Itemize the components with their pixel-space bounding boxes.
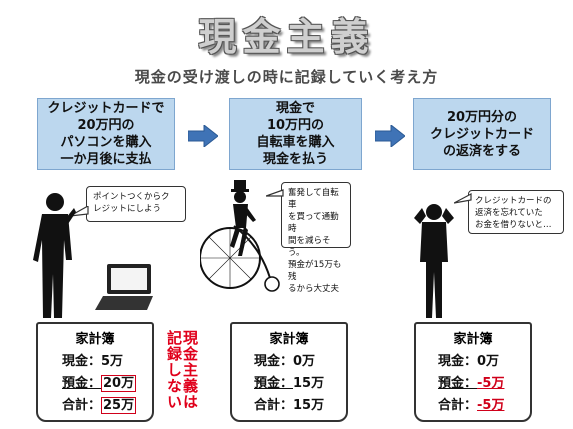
- ledger-total-row: 合計：25万: [62, 394, 137, 414]
- total-label: 合計：: [62, 398, 102, 413]
- right-arrow-icon-1: [188, 125, 218, 147]
- bubble-tail-icon: [454, 193, 472, 204]
- cash-label: 現金：: [62, 354, 102, 369]
- ledger-cash-row: 現金：0万: [254, 350, 315, 369]
- step-box-1: クレジットカードで 20万円の パソコンを購入 一か月後に支払: [37, 98, 175, 170]
- penny-farthing-rider-icon: [200, 180, 280, 292]
- ledger-deposit-row: 預金：20万: [62, 372, 137, 392]
- deposit-value: 20万: [101, 375, 137, 392]
- right-arrow-icon-2: [375, 125, 405, 147]
- total-label: 合計：: [438, 398, 478, 413]
- ledger-total-row: 合計：-5万: [438, 394, 504, 413]
- speech-bubble-2: 奮発して自転車 を買って通勤時 間を減らそう。 預金が15万も残 るから大丈夫: [281, 182, 351, 294]
- total-value: 25万: [101, 397, 137, 414]
- deposit-value: -5万: [477, 376, 505, 391]
- cash-value: 0万: [293, 354, 316, 369]
- cash-basis-note: 現金主義は記録しない: [165, 330, 199, 410]
- deposit-label: 預金：: [254, 376, 294, 391]
- ledger-book-3: 家計簿 現金：0万 預金：-5万 合計：-5万: [414, 322, 532, 422]
- ledger-deposit-row: 預金：-5万: [438, 372, 504, 391]
- ledger-total-row: 合計：15万: [254, 394, 324, 413]
- worried-man-icon: [414, 204, 454, 318]
- step-box-2: 現金で 10万円の 自転車を購入 現金を払う: [229, 98, 362, 170]
- total-label: 合計：: [254, 398, 294, 413]
- page-subtitle: 現金の受け渡しの時に記録していく考え方: [134, 68, 439, 86]
- ledger-cash-row: 現金：5万: [62, 350, 123, 369]
- cash-value: 0万: [477, 354, 500, 369]
- deposit-label: 預金：: [62, 376, 102, 391]
- cash-label: 現金：: [254, 354, 294, 369]
- ledger-book-2: 家計簿 現金：0万 預金：15万 合計：15万: [230, 322, 348, 422]
- step-box-3: 20万円分の クレジットカード の返済をする: [413, 98, 551, 170]
- page-title: 現金主義: [198, 15, 375, 59]
- cash-value: 5万: [101, 354, 124, 369]
- deposit-value: 15万: [293, 376, 325, 391]
- ledger-title: 家計簿: [453, 332, 493, 347]
- ledger-cash-row: 現金：0万: [438, 350, 499, 369]
- cash-label: 現金：: [438, 354, 478, 369]
- ledger-deposit-row: 預金：15万: [254, 372, 324, 391]
- laptop-icon: [95, 264, 153, 310]
- ledger-title: 家計簿: [269, 332, 309, 347]
- bubble-tail-icon: [266, 189, 284, 197]
- ledger-book-1: 家計簿 現金：5万 預金：20万 合計：25万: [36, 322, 154, 422]
- speech-bubble-3: クレジットカードの 返済を忘れていた お金を借りないと…: [468, 190, 564, 234]
- ledger-title: 家計簿: [75, 332, 115, 347]
- total-value: -5万: [477, 398, 505, 413]
- deposit-label: 預金：: [438, 376, 478, 391]
- businessman-phone-icon: [33, 193, 76, 318]
- total-value: 15万: [293, 398, 325, 413]
- speech-bubble-1: ポイントつくからク レジットにしよう: [86, 186, 186, 222]
